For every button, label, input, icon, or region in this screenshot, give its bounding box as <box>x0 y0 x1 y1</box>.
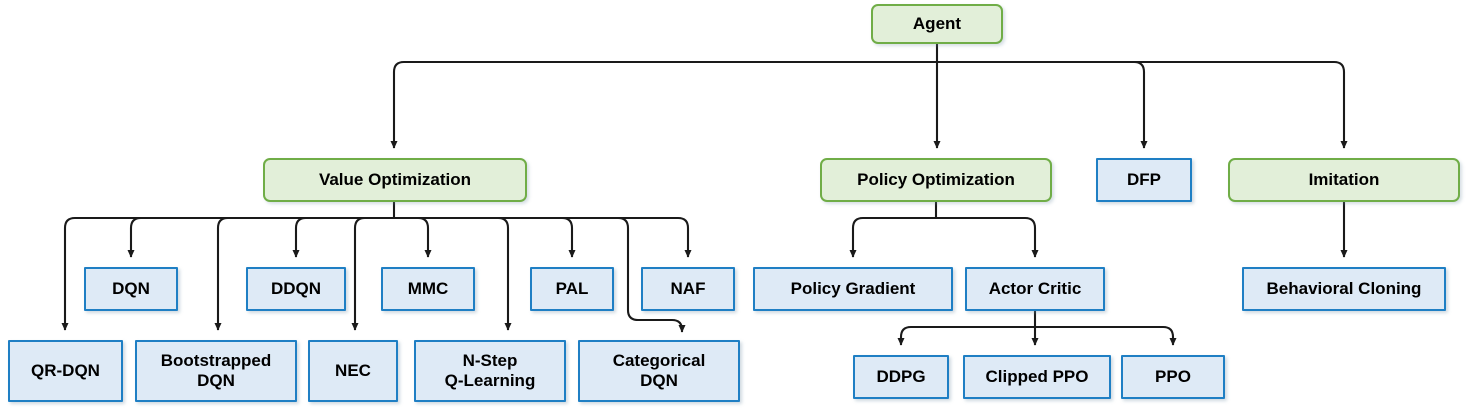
node-label-behavioral-cloning: Behavioral Cloning <box>1266 278 1422 298</box>
node-n-step-q-learning[interactable]: N-Step Q-Learning <box>414 340 566 402</box>
node-imitation[interactable]: Imitation <box>1228 158 1460 202</box>
node-nec[interactable]: NEC <box>308 340 398 402</box>
node-naf[interactable]: NAF <box>641 267 735 311</box>
node-behavioral-cloning[interactable]: Behavioral Cloning <box>1242 267 1446 311</box>
node-clipped-ppo[interactable]: Clipped PPO <box>963 355 1111 399</box>
node-label-qr-dqn: QR-DQN <box>31 360 100 380</box>
node-value-optimization[interactable]: Value Optimization <box>263 158 527 202</box>
node-label-value-optimization: Value Optimization <box>318 169 472 189</box>
node-categorical-dqn[interactable]: Categorical DQN <box>578 340 740 402</box>
node-label-mmc: MMC <box>407 278 449 298</box>
edge-value-optimization-dqn <box>127 216 394 258</box>
edge-policy-optimization-actor-critic <box>936 216 1039 258</box>
node-label-policy-gradient: Policy Gradient <box>790 278 916 298</box>
node-label-agent: Agent <box>912 13 962 33</box>
edge-value-optimization-mmc <box>394 216 432 258</box>
edge-value-optimization-pal <box>394 216 576 258</box>
edge-agent-value-optimization <box>390 60 937 149</box>
node-label-ppo: PPO <box>1155 366 1191 386</box>
node-agent[interactable]: Agent <box>871 4 1003 44</box>
node-bootstrapped-dqn[interactable]: Bootstrapped DQN <box>135 340 297 402</box>
node-label-naf: NAF <box>670 278 706 298</box>
edge-value-optimization-naf <box>394 216 692 258</box>
node-policy-optimization[interactable]: Policy Optimization <box>820 158 1052 202</box>
node-label-ddqn: DDQN <box>270 278 322 298</box>
node-mmc[interactable]: MMC <box>381 267 475 311</box>
node-qr-dqn[interactable]: QR-DQN <box>8 340 123 402</box>
edge-actor-critic-ddpg <box>897 325 1035 346</box>
node-actor-critic[interactable]: Actor Critic <box>965 267 1105 311</box>
edge-agent-imitation <box>937 60 1348 149</box>
node-label-dfp: DFP <box>1127 169 1161 189</box>
edge-value-optimization-ddqn <box>292 216 394 258</box>
node-dfp[interactable]: DFP <box>1096 158 1192 202</box>
node-ddqn[interactable]: DDQN <box>246 267 346 311</box>
node-label-pal: PAL <box>555 278 589 298</box>
node-label-bootstrapped-dqn: Bootstrapped DQN <box>160 350 272 390</box>
edge-agent-dfp <box>937 60 1148 149</box>
node-label-clipped-ppo: Clipped PPO <box>985 366 1089 386</box>
node-pal[interactable]: PAL <box>530 267 614 311</box>
node-label-imitation: Imitation <box>1308 169 1380 189</box>
node-label-ddpg: DDPG <box>876 366 926 386</box>
node-label-policy-optimization: Policy Optimization <box>857 169 1015 189</box>
node-label-actor-critic: Actor Critic <box>988 278 1082 298</box>
node-label-n-step-q-learning: N-Step Q-Learning <box>444 350 536 390</box>
node-label-nec: NEC <box>335 360 371 380</box>
edge-actor-critic-ppo <box>1035 325 1177 346</box>
edge-policy-optimization-policy-gradient <box>849 216 936 258</box>
node-label-categorical-dqn: Categorical DQN <box>612 350 706 390</box>
node-dqn[interactable]: DQN <box>84 267 178 311</box>
node-ddpg[interactable]: DDPG <box>853 355 949 399</box>
node-label-dqn: DQN <box>112 278 150 298</box>
node-ppo[interactable]: PPO <box>1121 355 1225 399</box>
node-policy-gradient[interactable]: Policy Gradient <box>753 267 953 311</box>
